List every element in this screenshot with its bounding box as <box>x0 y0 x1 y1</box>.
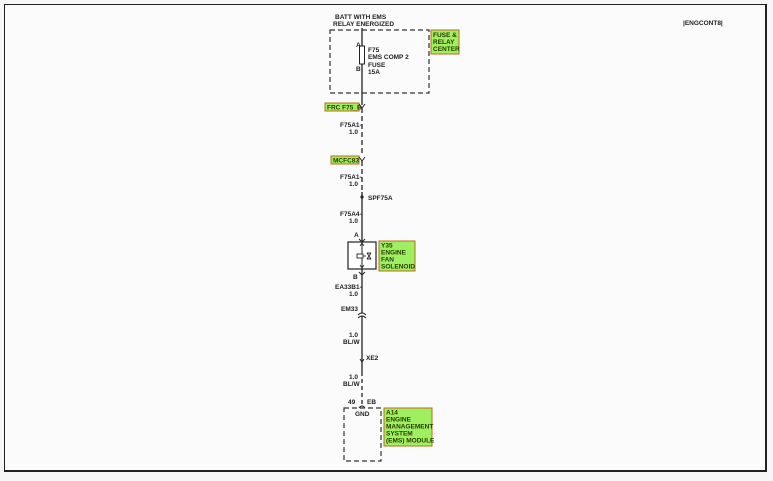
fuse-relay-center-label: FUSE & RELAY CENTER <box>430 29 460 55</box>
power-source-line2: RELAY ENERGIZED <box>333 21 394 28</box>
fuse-box-label-line3: CENTER <box>433 46 460 53</box>
solenoid-pin-b: B <box>353 274 358 281</box>
module-ground-label: GND <box>355 411 370 418</box>
fuse-relay-center-box <box>329 29 430 94</box>
module-label-line3: MANAGEMENT <box>386 424 433 431</box>
solenoid-label: Y35 ENGINE FAN SOLENOID <box>378 240 416 272</box>
solenoid-label-line4: SOLENOID <box>381 264 415 271</box>
module-pin-number: 49 <box>348 399 356 406</box>
wire-pin-ea33b1: EA33B1- <box>335 284 362 291</box>
connector-xe2-label: XE2 <box>366 355 379 362</box>
wire-pin-f75a4: F75A4- <box>340 211 362 218</box>
power-source-line1: BATT WITH EMS <box>335 14 387 21</box>
fuse-rating: 15A <box>368 69 380 76</box>
connector-em33-label: EM33 <box>341 306 358 313</box>
wire-color: BL/W <box>343 339 360 346</box>
ems-module-box[interactable] <box>343 407 382 462</box>
fuse-box-label-line1: FUSE & <box>433 32 457 39</box>
solenoid-pin-a: A <box>354 232 359 239</box>
solenoid-coil-icon <box>356 242 372 269</box>
fuse-pin-b: B <box>356 66 361 73</box>
solenoid-label-line2: ENGINE <box>381 250 407 257</box>
splice-name: SPF75A <box>368 195 393 202</box>
solenoid-label-line1: Y35 <box>381 243 393 250</box>
connector-frc-f75-b-label: FRC F75_B <box>327 105 362 112</box>
solenoid-label-line3: FAN <box>381 257 394 264</box>
connector-mcfc83-label: MCFC83 <box>333 158 359 165</box>
ems-module-label: A14 ENGINE MANAGEMENT SYSTEM (EMS) MODUL… <box>383 407 435 447</box>
wire-size: 1.0 <box>349 129 358 136</box>
module-label-line1: A14 <box>386 410 398 417</box>
wire-size: 1.0 <box>349 374 358 381</box>
wire-size: 1.0 <box>349 218 358 225</box>
wire-pin-f75a1-2: F75A1- <box>340 174 362 181</box>
module-label-line2: ENGINE <box>386 417 412 424</box>
wire-size: 1.0 <box>349 291 358 298</box>
connector-mcfc83[interactable]: MCFC83 <box>330 155 366 165</box>
wire-size: 1.0 <box>349 181 358 188</box>
module-label-line5: (EMS) MODULE <box>386 438 435 445</box>
wire-color: BL/W <box>343 381 360 388</box>
connector-frc-f75-b[interactable]: FRC F75_B <box>324 102 366 112</box>
fuse-box-label-line2: RELAY <box>433 39 455 46</box>
fuse-name: F75 <box>368 47 380 54</box>
wire-pin-f75a1: F75A1- <box>340 122 362 129</box>
splice-point[interactable] <box>360 195 364 199</box>
wire-size: 1.0 <box>349 332 358 339</box>
module-label-line4: SYSTEM <box>386 431 413 438</box>
diagram-frame <box>4 4 767 472</box>
module-pin-name: EB <box>367 399 376 406</box>
fuse-pin-a: A <box>356 42 361 49</box>
fuse-type: FUSE <box>368 62 386 69</box>
fuse-description: EMS COMP 2 <box>368 54 409 61</box>
page-reference: |ENGCONT8| <box>683 20 723 27</box>
